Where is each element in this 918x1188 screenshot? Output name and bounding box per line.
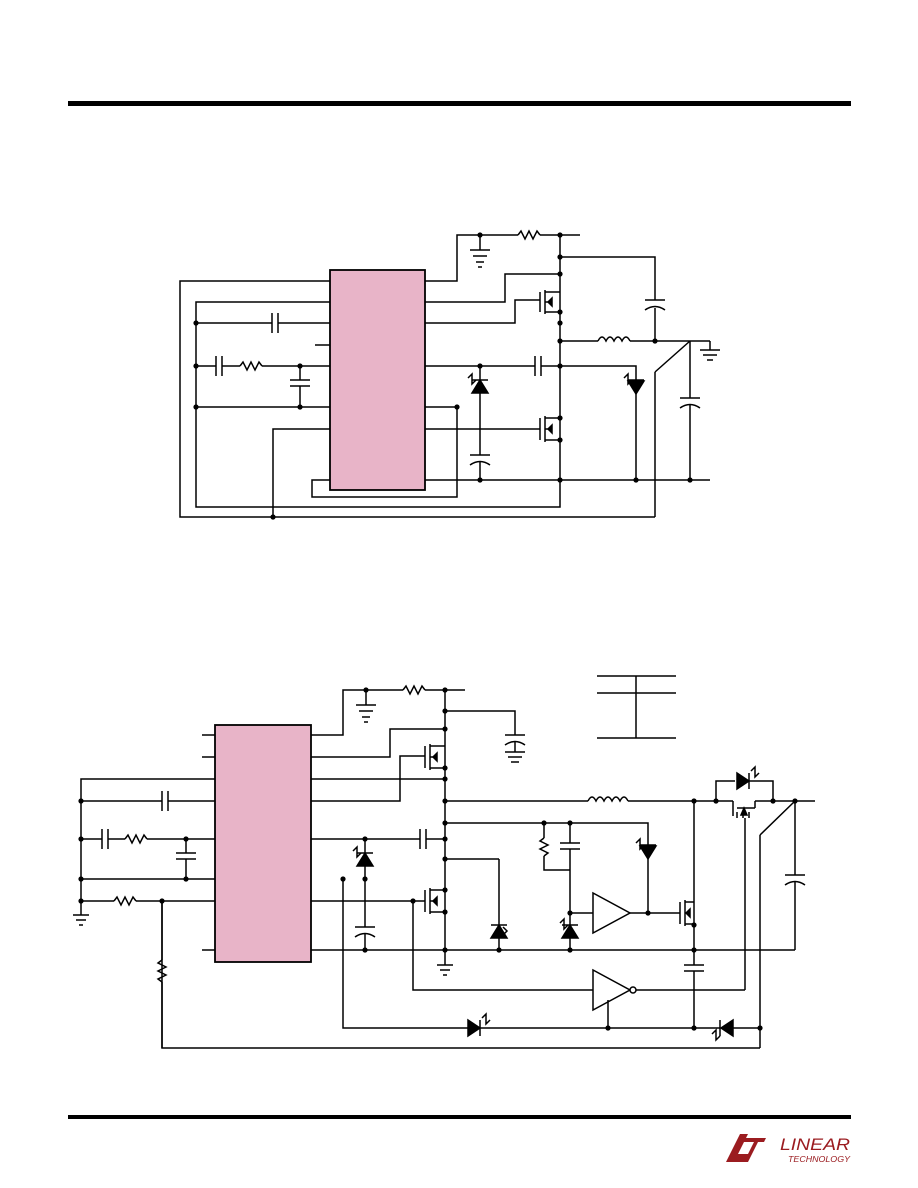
lt-mark-icon — [726, 1134, 766, 1162]
top-inductor — [597, 336, 631, 343]
top-controller-ic — [329, 269, 426, 491]
linear-technology-logo: LINEAR TECHNOLOGY — [726, 1134, 851, 1164]
logo-text-sub: TECHNOLOGY — [788, 1155, 851, 1164]
top-sense-resistor — [517, 229, 541, 241]
comparator-bottom — [592, 968, 632, 1012]
bottom-controller-ic — [214, 724, 312, 963]
bottom-schematic — [73, 675, 815, 1049]
comparator-top — [592, 891, 632, 935]
footer-rule — [68, 1115, 851, 1119]
top-schematic — [179, 229, 720, 518]
header-rule — [68, 101, 851, 106]
top-junction-dots — [193, 232, 693, 520]
logo-text-main: LINEAR — [780, 1135, 850, 1154]
